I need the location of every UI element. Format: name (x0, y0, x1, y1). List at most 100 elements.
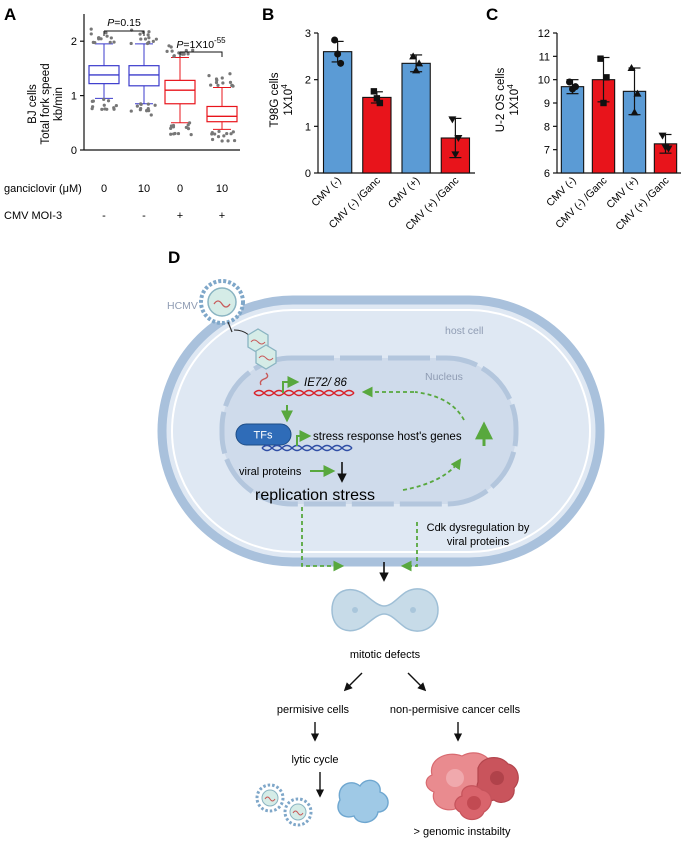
capsid-2 (255, 344, 277, 370)
box-outlier-1-25 (129, 109, 133, 113)
ie-promoter-arrow (282, 376, 300, 393)
panel-c-point-2-1 (630, 108, 639, 116)
feedback-arrow-up (402, 458, 462, 491)
panel-a-ylabel-line2: Total fork speed (40, 63, 52, 144)
box-outlier-0-11 (102, 97, 106, 101)
panel-b-point-2-0 (409, 52, 418, 60)
stress-response-genes: stress response host's genes (313, 431, 462, 443)
panel-b-point-3-0 (448, 116, 457, 124)
panel-a-ylabel-line1: BJ cells (27, 84, 39, 124)
panel-b-point-2-2 (415, 59, 424, 67)
box-outlier-3-3 (231, 130, 235, 134)
panel-c-point-0-0 (566, 78, 573, 86)
box-outlier-1-15 (149, 113, 153, 117)
box-outlier-0-22 (99, 37, 103, 41)
box-outlier-1-18 (154, 37, 158, 41)
panel-b-point-3-2 (454, 135, 463, 142)
box-outlier-1-19 (135, 104, 139, 108)
bracket-pvalue-2 (179, 51, 223, 57)
cdk-label-line2: viral proteins (447, 536, 510, 548)
genomic-instability-label: > genomic instabilty (414, 826, 511, 838)
panel-a-ylabel-line3: kb/min (53, 87, 65, 121)
tfs-shape (235, 423, 292, 446)
panel-b-point-2-1 (412, 66, 421, 74)
box-outlier-1-22 (147, 36, 151, 40)
pvalue-1: P=0.15 (107, 17, 141, 29)
box-outlier-0-16 (105, 34, 109, 38)
host-dna-helix (261, 444, 353, 452)
box-outlier-2-11 (172, 132, 176, 136)
box-outlier-3-11 (210, 137, 215, 142)
box-outlier-3-19 (217, 129, 221, 134)
box-outlier-1-11 (139, 102, 143, 106)
panel-b-point-0-2 (337, 59, 345, 67)
tfs-label: TFs (254, 430, 273, 442)
dividing-cell (331, 588, 439, 632)
box-outlier-0-2 (112, 40, 116, 44)
box-outlier-2-15 (169, 132, 173, 136)
box-outlier-0-23 (105, 107, 109, 111)
panel-c-ytick-label-5: 11 (539, 51, 550, 63)
box-outlier-3-13 (213, 132, 217, 136)
box-outlier-3-21 (226, 139, 230, 143)
panel-b-bar-2 (401, 62, 431, 174)
box-outlier-0-19 (106, 99, 111, 103)
panel-b-point-0-0 (331, 36, 339, 44)
gene-ie72-86: IE72/ 86 (304, 377, 347, 389)
panel-b-xtick-label-2: CMV (+) (386, 175, 422, 211)
panel-c-ytick-label-2: 8 (544, 121, 550, 133)
box-outlier-1-10 (151, 39, 155, 43)
box-outlier-0-12 (91, 40, 95, 44)
viral-dna-helix (253, 389, 355, 397)
box-outlier-2-4 (186, 52, 190, 56)
bracket-pvalue-1 (103, 30, 145, 36)
cmv-moi-value-2: - (142, 210, 146, 222)
box-outlier-2-0 (184, 48, 188, 53)
cmv-moi-value-4: + (219, 210, 225, 222)
viral-proteins-label: viral proteins (239, 466, 302, 478)
box-outlier-1-16 (138, 32, 142, 36)
nonpermissive-cells-label: non-permisive cancer cells (390, 704, 521, 716)
panel-a-letter: A (4, 5, 16, 24)
panel-c-point-3-0 (658, 132, 667, 140)
box-outlier-0-21 (90, 107, 94, 111)
ganciclovir-value-3: 0 (177, 183, 183, 195)
pvalue-2: P=1X10-55 (176, 36, 226, 51)
panel-b-ylabel: T98G cells 1X104 (269, 72, 295, 127)
panel-b-bar-0 (322, 51, 353, 174)
cdk-to-mitosis-arrow (400, 522, 418, 572)
box-outlier-0-6 (108, 40, 112, 44)
permissive-cells-label: permisive cells (277, 704, 350, 716)
panel-b-ylabel-line1: T98G cells (269, 72, 281, 127)
panel-c-point-0-2 (572, 83, 579, 91)
box-outlier-2-18 (182, 52, 186, 56)
panel-c-ytick-label-6: 12 (538, 28, 550, 40)
panel-c-point-2-0 (627, 64, 636, 71)
panel-c-ylabel-line2: 1X104 (506, 84, 521, 116)
box-outlier-0-13 (112, 107, 116, 111)
box-outlier-0-14 (109, 36, 113, 40)
panel-c-ytick-label-0: 6 (544, 168, 550, 180)
panel-a-ytick-label-1: 1 (71, 91, 77, 103)
box-outlier-3-16 (228, 72, 232, 76)
box-outlier-1-24 (129, 41, 133, 46)
panel-c-point-1-2 (603, 74, 610, 81)
panel-c-ytick-label-4: 10 (538, 75, 550, 87)
box-outlier-3-22 (214, 77, 219, 81)
panel-c-ylabel: U-2 OS cells 1X104 (495, 67, 521, 132)
box-outlier-2-13 (176, 131, 181, 136)
lytic-cycle-label: lytic cycle (291, 754, 338, 766)
panel-b-point-0-1 (334, 50, 342, 58)
box-outlier-1-0 (146, 33, 150, 37)
box-1 (128, 65, 160, 87)
box-outlier-1-23 (153, 103, 157, 107)
host-cell-label: host cell (445, 325, 484, 337)
stress-to-mitosis-arrow (301, 507, 345, 572)
replication-stress-label: replication stress (255, 487, 375, 504)
box-outlier-2-17 (186, 127, 191, 131)
box-outlier-3-8 (221, 81, 225, 85)
hcmv-label: HCMV (167, 300, 198, 312)
